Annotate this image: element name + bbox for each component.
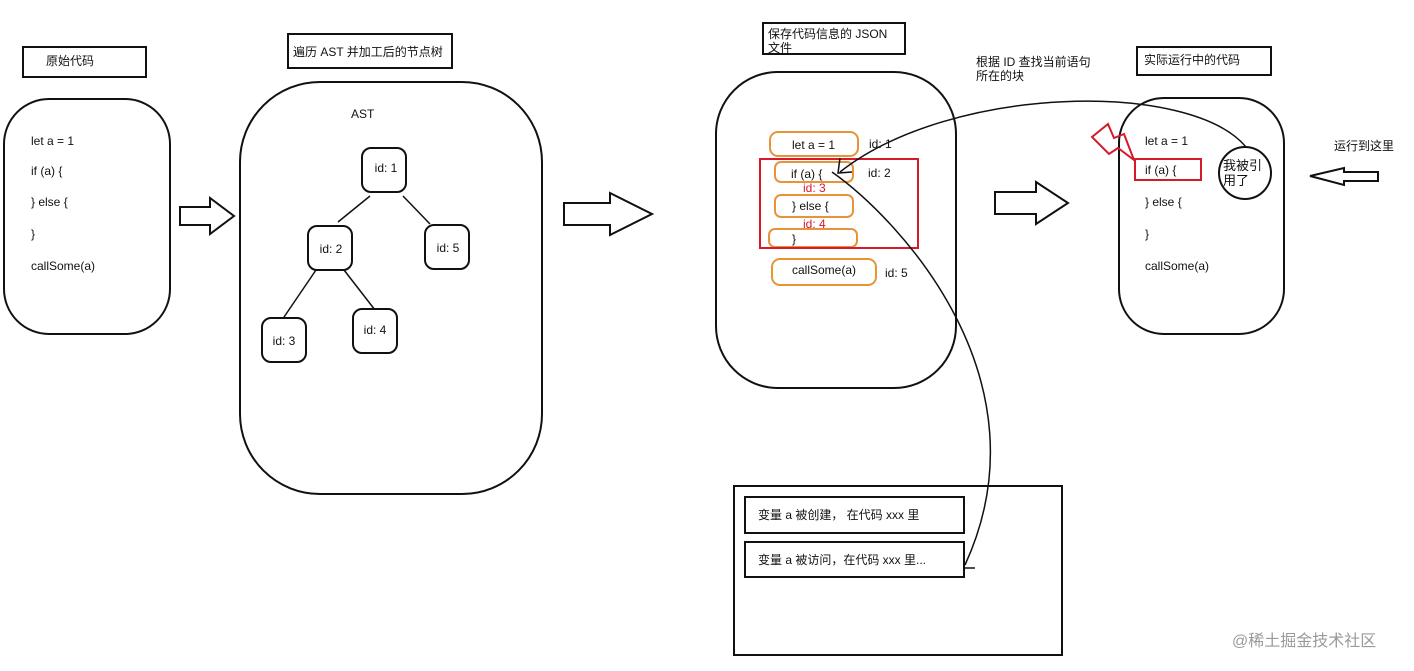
runtime-container bbox=[1118, 97, 1285, 335]
json-let-text: let a = 1 bbox=[792, 138, 836, 152]
watermark: @稀土掘金技术社区 bbox=[1232, 633, 1377, 650]
orig-line-4: } bbox=[31, 227, 36, 241]
ast-node-4-label: id: 4 bbox=[363, 323, 387, 337]
lightning-icon bbox=[1090, 122, 1137, 163]
orig-line-2: if (a) { bbox=[31, 164, 63, 178]
json-highlight bbox=[759, 158, 919, 249]
ast-container bbox=[239, 81, 543, 495]
runtime-line-1: let a = 1 bbox=[1145, 134, 1189, 148]
json-block-let bbox=[769, 131, 859, 157]
json-if-text: if (a) { bbox=[791, 167, 823, 181]
referenced-circle bbox=[1218, 146, 1272, 200]
curve-json-to-message bbox=[831, 171, 992, 566]
json-block-close bbox=[768, 228, 858, 248]
json-block-if bbox=[774, 161, 854, 183]
json-close-text: } bbox=[792, 232, 797, 246]
ast-edge-2-3 bbox=[281, 269, 317, 321]
curve-runtime-to-json bbox=[839, 100, 1247, 173]
ast-node-4 bbox=[352, 308, 398, 354]
json-id3: id: 3 bbox=[803, 181, 826, 195]
orig-line-1: let a = 1 bbox=[31, 134, 75, 148]
json-call-text: callSome(a) bbox=[792, 263, 857, 277]
ast-node-1 bbox=[361, 147, 407, 193]
ast-node-3 bbox=[261, 317, 307, 363]
label-runtime-code: 实际运行中的代码 bbox=[1136, 46, 1272, 76]
json-else-text: } else { bbox=[792, 199, 829, 213]
label-json-file: 保存代码信息的 JSON 文件 bbox=[762, 22, 906, 55]
curve-arrowhead bbox=[837, 157, 853, 174]
json-block-else bbox=[774, 194, 854, 218]
ast-edge-2-4 bbox=[343, 269, 376, 311]
runtime-line-4: } bbox=[1145, 227, 1150, 241]
ast-node-3-label: id: 3 bbox=[272, 334, 296, 348]
runtime-highlight bbox=[1134, 158, 1202, 181]
label-original-code: 原始代码 bbox=[22, 46, 147, 78]
ast-node-5-label: id: 5 bbox=[436, 241, 460, 255]
message-created: 变量 a 被创建， 在代码 xxx 里 bbox=[744, 496, 965, 534]
original-code-container bbox=[3, 98, 171, 335]
orig-line-3: } else { bbox=[31, 195, 68, 209]
block-arrow-2 bbox=[563, 191, 655, 237]
message-accessed: 变量 a 被访问，在代码 xxx 里... bbox=[744, 541, 965, 578]
runtime-line-5: callSome(a) bbox=[1145, 259, 1210, 273]
json-container bbox=[715, 71, 957, 389]
referenced-text: 我被引用了 bbox=[1223, 158, 1263, 188]
json-id1: id: 1 bbox=[869, 137, 892, 151]
message-container bbox=[733, 485, 1063, 656]
ast-node-2 bbox=[307, 225, 353, 271]
label-find-block: 根据 ID 查找当前语句所在的块 bbox=[976, 55, 1091, 83]
ast-node-1-label: id: 1 bbox=[374, 161, 398, 175]
json-id4: id: 4 bbox=[803, 217, 826, 231]
ast-title: AST bbox=[351, 107, 375, 121]
ast-edge-1-5 bbox=[402, 195, 431, 225]
orig-line-5: callSome(a) bbox=[31, 259, 96, 273]
json-block-call bbox=[771, 258, 877, 286]
block-arrow-1 bbox=[179, 196, 236, 236]
json-id5: id: 5 bbox=[885, 266, 908, 280]
block-arrow-left bbox=[1309, 166, 1379, 187]
ast-node-5 bbox=[424, 224, 470, 270]
ast-edge-1-2 bbox=[337, 195, 371, 223]
runtime-line-3: } else { bbox=[1145, 195, 1182, 209]
label-traverse-ast: 遍历 AST 并加工后的节点树 bbox=[287, 33, 453, 69]
ast-node-2-label: id: 2 bbox=[319, 242, 343, 256]
json-id2: id: 2 bbox=[868, 166, 891, 180]
label-run-here: 运行到这里 bbox=[1334, 139, 1395, 153]
runtime-line-2: if (a) { bbox=[1145, 163, 1177, 177]
block-arrow-3 bbox=[994, 180, 1070, 226]
